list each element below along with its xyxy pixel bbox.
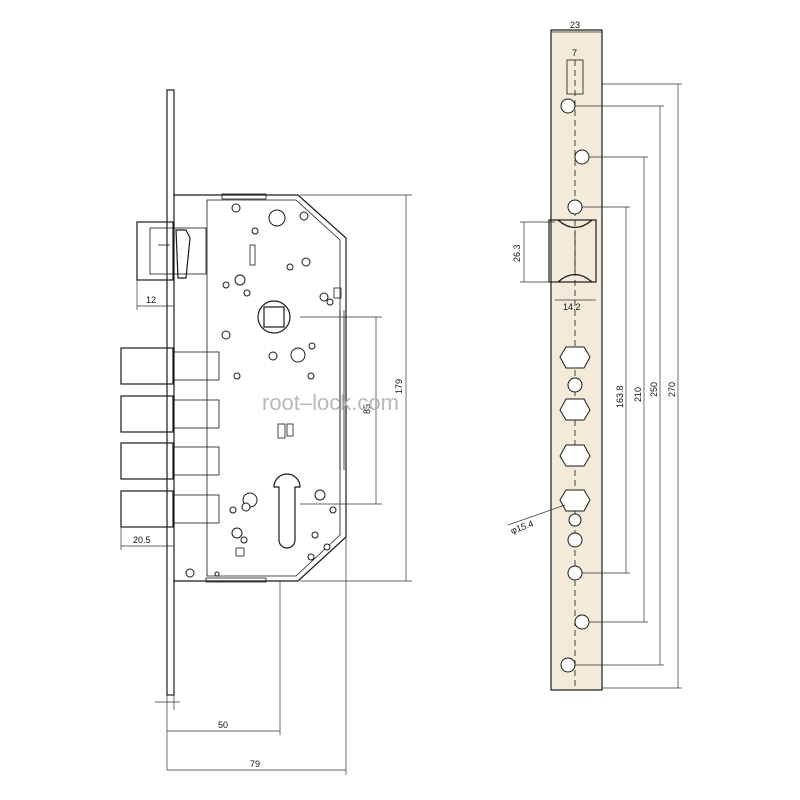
- faceplate-view: 23 7 26.3 14.2: [507, 20, 682, 691]
- dim-faceplate-width: 23: [570, 20, 580, 30]
- lock-case-outline: [174, 194, 347, 582]
- cover-plate-outline: [206, 199, 341, 577]
- dim-spacing-250: 250: [649, 382, 659, 397]
- latch-bolt: [136, 221, 174, 281]
- dim-body-depth: 79: [250, 759, 260, 769]
- dim-bolt-projection: 20.5: [133, 535, 151, 545]
- bolt-holes: [559, 346, 591, 527]
- watermark: root–lock.com: [262, 390, 399, 415]
- dim-spacing-210: 210: [633, 387, 643, 402]
- dim-hole-diameter: φ15.4: [509, 518, 534, 535]
- dim-spacing-163: 163.8: [615, 385, 625, 408]
- latch-window: [548, 219, 597, 283]
- handle-follower: [257, 300, 291, 334]
- dim-latch-width: 14.2: [563, 302, 581, 312]
- dim-handle-to-cylinder: 85: [362, 404, 372, 414]
- dim-latch-height: 26.3: [512, 244, 522, 262]
- dim-body-height: 179: [394, 379, 404, 394]
- lock-body-view: 85 179 12 20.5 50 79: [120, 89, 412, 775]
- dim-latch-depth: 12: [146, 295, 156, 305]
- dim-backset: 50: [218, 720, 228, 730]
- dim-slot-width: 7: [572, 48, 577, 58]
- front-plate: [166, 89, 175, 696]
- body-holes: [185, 193, 342, 583]
- dim-spacing-270: 270: [667, 382, 677, 397]
- dead-bolts: [120, 347, 220, 528]
- cylinder-cutout: [273, 473, 301, 549]
